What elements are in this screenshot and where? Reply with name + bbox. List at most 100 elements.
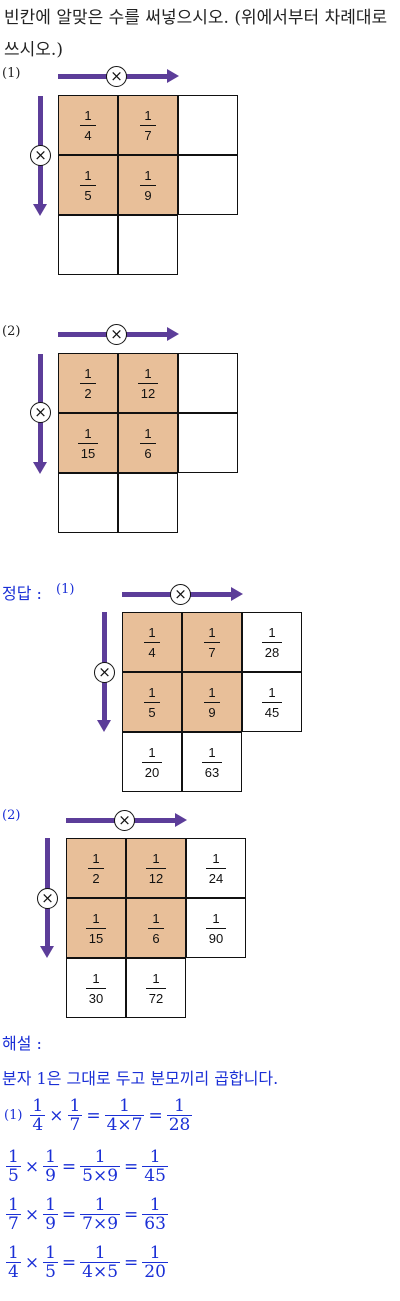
numerator: 1 [92, 850, 100, 866]
numerator: 1 [69, 1096, 81, 1116]
multiply-icon: × [30, 402, 51, 423]
numerator: 1 [94, 1243, 106, 1263]
blank-cell[interactable] [58, 215, 118, 275]
denominator: 28 [168, 1115, 191, 1135]
times-sign: × [24, 1204, 40, 1225]
multiply-icon: × [30, 145, 51, 166]
explanation-text: 분자 1은 그대로 두고 분모끼리 곱합니다. [2, 1069, 279, 1088]
numerator: 1 [84, 425, 92, 441]
equals-sign: = [61, 1156, 77, 1177]
numerator: 1 [119, 1096, 130, 1116]
part-1-label: (1) [2, 66, 21, 81]
numerator: 1 [8, 1243, 19, 1263]
blank-cell[interactable] [178, 413, 238, 473]
denominator: 6 [152, 930, 160, 946]
denominator: 9 [208, 704, 216, 720]
denominator: 63 [204, 764, 220, 780]
numerator: 1 [208, 684, 216, 700]
numerator: 1 [84, 107, 92, 123]
numerator: 1 [212, 850, 220, 866]
blank-cell[interactable] [118, 215, 178, 275]
denominator: 5 [45, 1262, 56, 1282]
denominator: 4 [84, 127, 92, 143]
numerator: 1 [84, 365, 92, 381]
denominator: 4 [32, 1115, 44, 1135]
blank-cell[interactable] [178, 95, 238, 155]
numerator: 1 [144, 365, 152, 381]
question-text: 빈칸에 알맞은 수를 써넣으시오. (위에서부터 차례대로 쓰시오.) [4, 8, 388, 60]
multiply-icon: × [106, 324, 127, 345]
denominator: 5 [8, 1166, 19, 1186]
denominator: 30 [88, 990, 104, 1006]
numerator: 1 [45, 1243, 56, 1263]
denominator: 12 [148, 870, 164, 886]
blank-cell[interactable] [58, 473, 118, 533]
denominator: 4×5 [82, 1262, 119, 1282]
equals-sign: = [124, 1156, 139, 1177]
denominator: 63 [144, 1214, 166, 1234]
numerator: 1 [152, 850, 160, 866]
numerator: 1 [174, 1096, 185, 1116]
denominator: 45 [144, 1166, 166, 1186]
denominator: 20 [144, 764, 160, 780]
denominator: 72 [148, 990, 164, 1006]
denominator: 2 [84, 385, 92, 401]
numerator: 1 [45, 1147, 56, 1167]
denominator: 5×9 [82, 1166, 119, 1186]
explanation-label: 해설 : [2, 1034, 42, 1053]
denominator: 45 [264, 704, 280, 720]
blank-cell[interactable] [118, 473, 178, 533]
numerator: 1 [148, 684, 156, 700]
equals-sign: = [61, 1204, 77, 1225]
equals-sign: = [61, 1252, 77, 1273]
denominator: 12 [140, 385, 156, 401]
numerator: 1 [45, 1195, 56, 1215]
multiply-icon: × [94, 662, 115, 683]
blank-cell[interactable] [178, 353, 238, 413]
numerator: 1 [92, 970, 100, 986]
equals-sign: = [124, 1204, 139, 1225]
denominator: 24 [208, 870, 224, 886]
numerator: 1 [268, 684, 276, 700]
denominator: 2 [92, 870, 100, 886]
numerator: 1 [208, 744, 216, 760]
multiply-icon: × [106, 66, 127, 87]
denominator: 6 [144, 445, 152, 461]
denominator: 20 [144, 1262, 166, 1282]
numerator: 1 [208, 624, 216, 640]
numerator: 1 [94, 1195, 106, 1215]
multiply-icon: × [170, 584, 191, 605]
numerator: 1 [149, 1147, 161, 1167]
numerator: 1 [8, 1147, 19, 1167]
part-2-label: (2) [2, 324, 21, 339]
denominator: 7×9 [82, 1214, 119, 1234]
equals-sign: = [86, 1105, 101, 1126]
times-sign: × [24, 1252, 40, 1273]
denominator: 7 [8, 1214, 19, 1234]
denominator: 9 [144, 187, 152, 203]
denominator: 9 [45, 1166, 56, 1186]
times-sign: × [24, 1156, 40, 1177]
explanation-part-1-label: (1) [4, 1108, 23, 1123]
blank-cell[interactable] [178, 155, 238, 215]
